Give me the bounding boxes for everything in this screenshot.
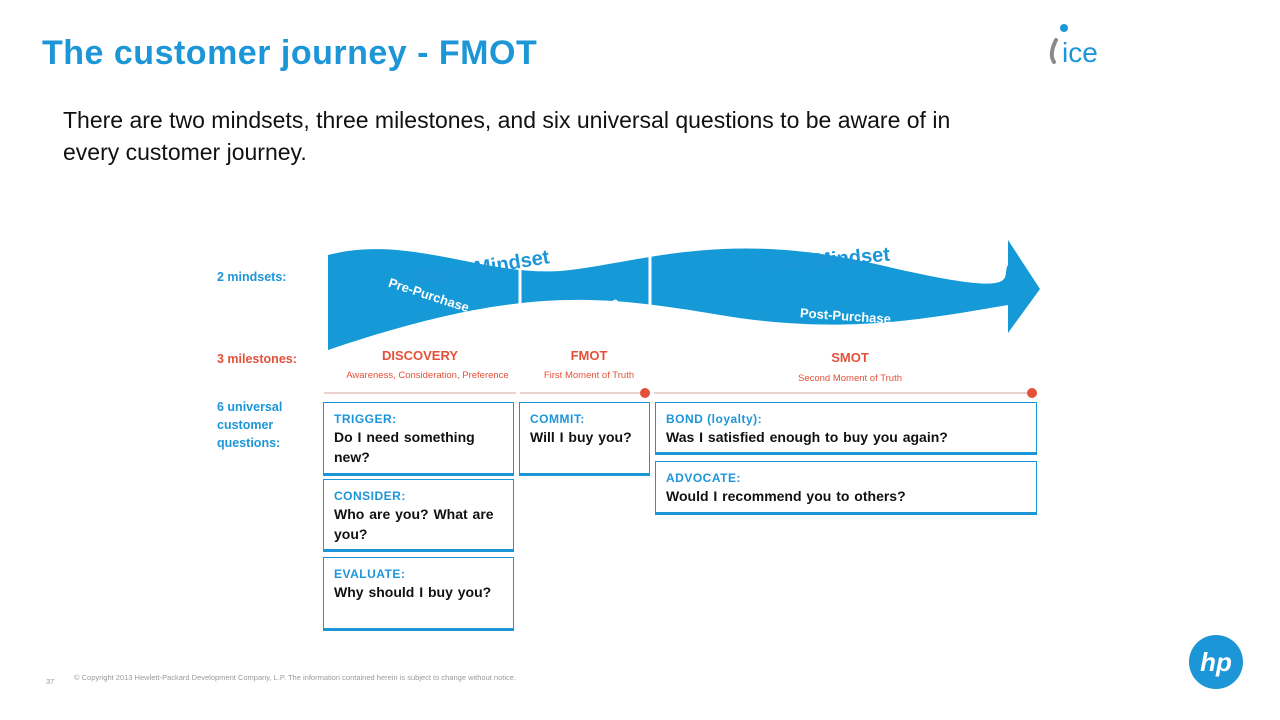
smot-milestone-dot (1027, 388, 1037, 398)
ice-logo: ice (1044, 18, 1114, 70)
consider-question: Who are you? What are you? (334, 506, 494, 542)
milestone-timeline (324, 388, 1037, 398)
trigger-label: TRIGGER: (334, 412, 397, 426)
post-purchase-label: Post-Purchase (800, 305, 892, 326)
milestone-smot-title: SMOT (831, 350, 869, 365)
milestone-discovery-title: DISCOVERY (381, 348, 459, 363)
advocate-question: Would I recommend you to others? (666, 488, 906, 504)
ice-logo-text: ice (1062, 37, 1098, 68)
milestone-discovery-subtitle: Awareness, Consideration, Preference (346, 370, 509, 381)
hp-logo: hp (1189, 635, 1243, 689)
journey-arrow: Buyer Mindset User Mindset Pre-Purchase … (328, 240, 1040, 350)
questions-row-label: 6 universal customer questions: (217, 400, 283, 450)
trigger-question: Do I need something new? (334, 429, 475, 465)
milestone-fmot-subtitle: First Moment of Truth (543, 370, 635, 381)
mindsets-row-label: 2 mindsets: (217, 270, 287, 284)
page-number: 37 (46, 677, 55, 686)
advocate-label: ADVOCATE: (666, 471, 741, 485)
fmot-milestone-dot (640, 388, 650, 398)
milestone-smot-subtitle: Second Moment of Truth (797, 373, 903, 384)
question-bond-box: BOND (loyalty): Was I satisfied enough t… (655, 402, 1037, 455)
commit-question: Will I buy you? (530, 429, 632, 445)
milestones-row-label: 3 milestones: (217, 352, 297, 366)
question-evaluate-box: EVALUATE: Why should I buy you? (323, 557, 514, 631)
question-consider-box: CONSIDER: Who are you? What are you? (323, 479, 514, 552)
slide-title: The customer journey - FMOT (42, 34, 538, 72)
evaluate-question: Why should I buy you? (334, 584, 492, 600)
hp-logo-text: hp (1200, 647, 1232, 677)
question-advocate-box: ADVOCATE: Would I recommend you to other… (655, 461, 1037, 515)
journey-arrow-shape (328, 240, 1040, 350)
bond-label: BOND (loyalty): (666, 412, 763, 426)
commit-label: COMMIT: (530, 412, 585, 426)
intro-text: There are two mindsets, three milestones… (63, 107, 951, 165)
copyright-notice: © Copyright 2013 Hewlett-Packard Develop… (74, 673, 517, 682)
milestone-fmot-title: FMOT (570, 348, 608, 363)
consider-label: CONSIDER: (334, 489, 406, 503)
evaluate-label: EVALUATE: (334, 567, 406, 581)
question-commit-box: COMMIT: Will I buy you? (519, 402, 650, 476)
question-trigger-box: TRIGGER: Do I need something new? (323, 402, 514, 476)
bond-question: Was I satisfied enough to buy you again? (666, 429, 948, 445)
ice-logo-graphic: ice (1049, 24, 1098, 68)
